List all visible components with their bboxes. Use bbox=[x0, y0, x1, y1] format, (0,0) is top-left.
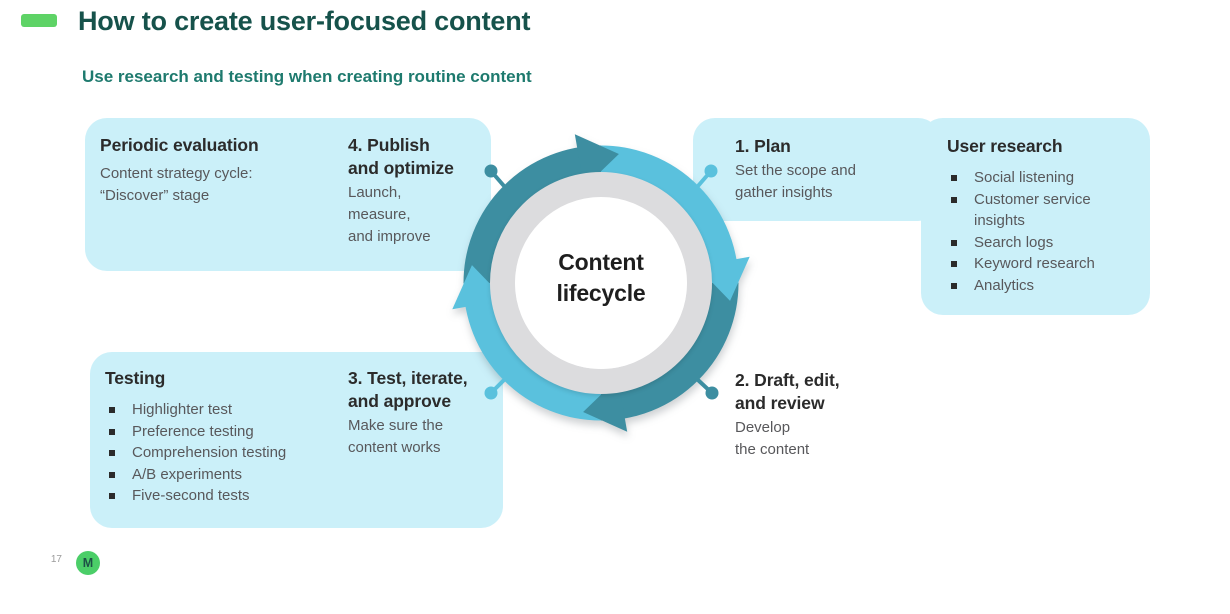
cycle-center-label: Content lifecycle bbox=[556, 249, 646, 306]
plan-body: Set the scope and gather insights bbox=[735, 162, 856, 201]
testing-list: Highlighter test Preference testing Comp… bbox=[105, 399, 350, 507]
connector-dot-top-left bbox=[484, 164, 498, 178]
arc-top-right bbox=[600, 145, 739, 284]
user-research-column: User research Social listening Customer … bbox=[947, 135, 1137, 296]
testing-heading: Testing bbox=[105, 368, 166, 388]
page-title: How to create user-focused content bbox=[78, 6, 531, 36]
list-item: Keyword research bbox=[947, 253, 1137, 275]
publish-optimize-body: Launch, measure, and improve bbox=[348, 184, 431, 245]
list-item: A/B experiments bbox=[105, 464, 350, 486]
list-item: Five-second tests bbox=[105, 485, 350, 507]
draft-review-heading: 2. Draft, edit, and review bbox=[735, 370, 840, 413]
connector-dot-bottom-left bbox=[484, 386, 498, 400]
periodic-evaluation-heading: Periodic evaluation bbox=[100, 135, 259, 155]
bullet-square-icon bbox=[951, 196, 957, 203]
list-item: Search logs bbox=[947, 232, 1137, 254]
bullet-square-icon bbox=[951, 282, 957, 289]
test-iterate-column: 3. Test, iterate, and approve Make sure … bbox=[348, 367, 498, 459]
page-number: 17 bbox=[50, 554, 62, 565]
list-item: Analytics bbox=[947, 275, 1137, 297]
content-lifecycle-diagram bbox=[452, 134, 750, 432]
arc-top-left bbox=[463, 145, 602, 284]
plan-research-box: 1. Plan Set the scope and gather insight… bbox=[693, 118, 1150, 315]
testing-column: Testing Highlighter test Preference test… bbox=[105, 367, 350, 507]
accent-bar-icon bbox=[21, 14, 57, 27]
bullet-square-icon bbox=[951, 239, 957, 246]
testing-box: Testing Highlighter test Preference test… bbox=[90, 352, 503, 528]
draft-review-block: 2. Draft, edit, and review Develop the c… bbox=[735, 369, 905, 461]
plan-box-background bbox=[693, 118, 940, 221]
connector-dot-bottom-right bbox=[705, 386, 719, 400]
periodic-evaluation-box: Periodic evaluation Content strategy cyc… bbox=[85, 118, 491, 271]
page-subtitle: Use research and testing when creating r… bbox=[82, 67, 532, 86]
test-iterate-body: Make sure the content works bbox=[348, 417, 444, 456]
test-iterate-heading: 3. Test, iterate, and approve bbox=[348, 368, 468, 411]
bullet-square-icon bbox=[109, 493, 115, 499]
center-white-circle bbox=[515, 197, 687, 369]
bullet-square-icon bbox=[951, 261, 957, 267]
plan-heading: 1. Plan bbox=[735, 136, 791, 156]
arc-bottom-left bbox=[463, 282, 602, 421]
arc-bottom-right bbox=[600, 282, 739, 421]
list-item: Customer service insights bbox=[947, 189, 1137, 232]
list-item: Highlighter test bbox=[105, 399, 350, 421]
list-item: Comprehension testing bbox=[105, 442, 350, 464]
plan-column: 1. Plan Set the scope and gather insight… bbox=[735, 135, 920, 204]
periodic-evaluation-column: Periodic evaluation Content strategy cyc… bbox=[100, 134, 335, 207]
draft-review-body: Develop the content bbox=[735, 419, 810, 458]
publish-optimize-heading: 4. Publish and optimize bbox=[348, 135, 454, 178]
bullet-square-icon bbox=[109, 428, 115, 435]
bullet-square-icon bbox=[109, 471, 115, 478]
user-research-list: Social listening Customer service insigh… bbox=[947, 167, 1137, 296]
brand-logo: M bbox=[76, 551, 100, 575]
inner-gray-ring bbox=[490, 172, 712, 394]
publish-optimize-column: 4. Publish and optimize Launch, measure,… bbox=[348, 134, 488, 248]
connector-pins bbox=[484, 164, 719, 400]
bullet-square-icon bbox=[951, 175, 957, 181]
brand-logo-letter: M bbox=[82, 556, 94, 570]
user-research-box-background bbox=[921, 118, 1150, 315]
periodic-evaluation-body: Content strategy cycle: “Discover” stage bbox=[100, 165, 253, 204]
list-item: Preference testing bbox=[105, 421, 350, 443]
connector-dot-top-right bbox=[704, 164, 718, 178]
bullet-square-icon bbox=[109, 407, 115, 413]
list-item: Social listening bbox=[947, 167, 1137, 189]
bullet-square-icon bbox=[109, 450, 115, 456]
user-research-heading: User research bbox=[947, 136, 1063, 156]
